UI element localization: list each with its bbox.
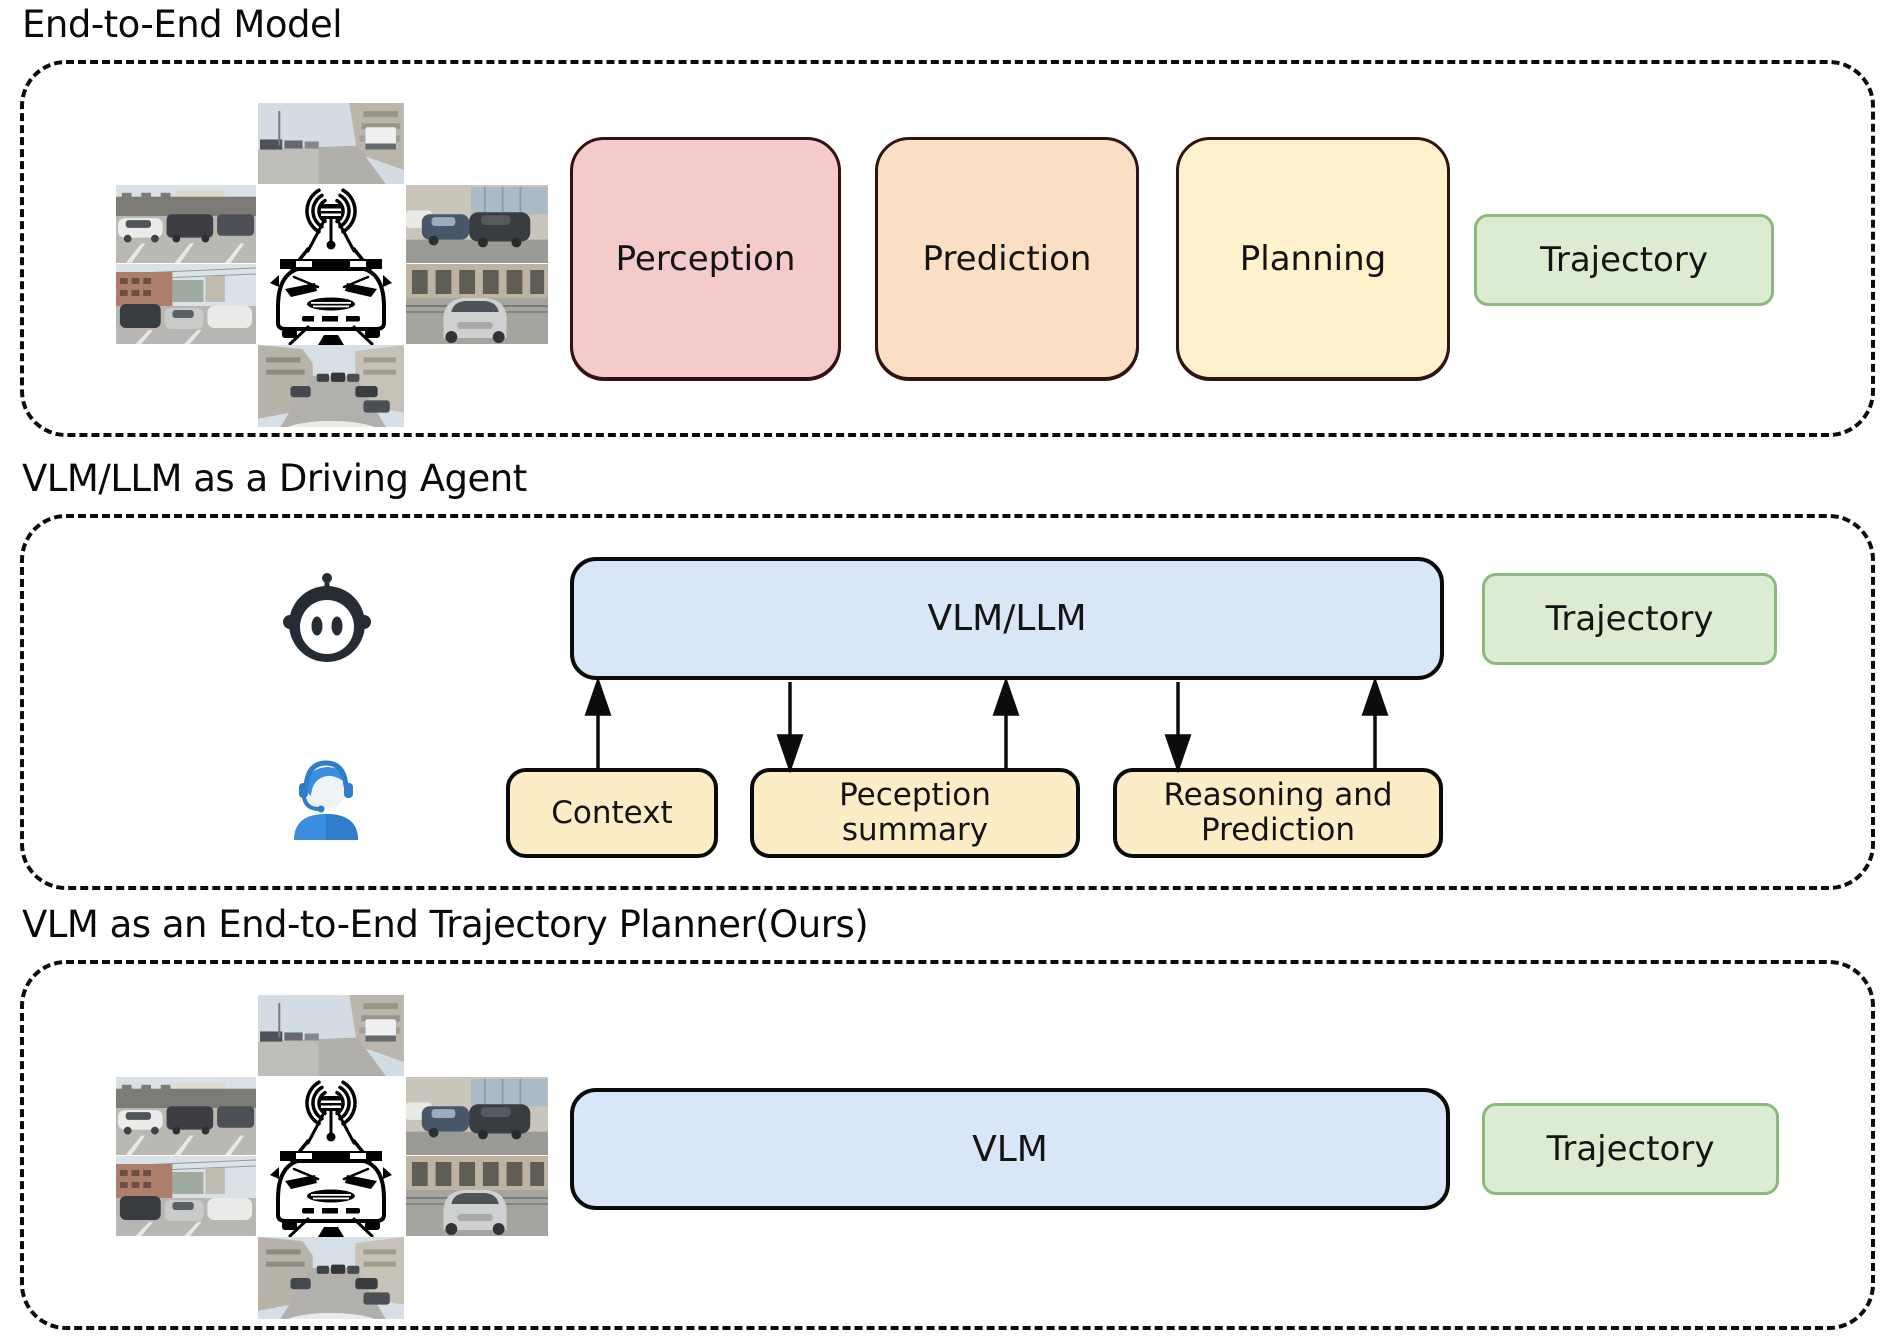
- back-right-camera-image: [406, 1156, 548, 1236]
- back-left-camera-image: [116, 264, 256, 344]
- context-label: Context: [551, 794, 673, 831]
- section1-title: End-to-End Model: [22, 3, 343, 46]
- planning-box: Planning: [1176, 137, 1450, 380]
- section3-camera-cluster: [116, 995, 548, 1319]
- front-camera-image: [258, 103, 404, 184]
- reasoning-prediction-label: Reasoning and Prediction: [1163, 777, 1393, 848]
- perception-summary-box: Peception summary: [750, 768, 1080, 858]
- ego-vehicle-lidar-icon: [270, 1079, 392, 1237]
- prediction-box: Prediction: [875, 137, 1139, 380]
- perception-summary-label: Peception summary: [839, 777, 991, 848]
- back-left-camera-image: [116, 1156, 256, 1236]
- vlm-box: VLM: [570, 1088, 1450, 1210]
- front-camera-image: [258, 995, 404, 1076]
- section3-title: VLM as an End-to-End Trajectory Planner(…: [22, 903, 869, 946]
- front-left-camera-image: [116, 1077, 256, 1155]
- robot-icon: [283, 573, 371, 662]
- prediction-label: Prediction: [922, 238, 1092, 279]
- section3-trajectory-label: Trajectory: [1546, 1129, 1715, 1169]
- ego-vehicle-tile: [258, 1077, 404, 1237]
- back-right-camera-image: [406, 264, 548, 344]
- section2-trajectory-box: Trajectory: [1482, 573, 1777, 665]
- section1-panel: [20, 60, 1875, 437]
- front-right-camera-image: [406, 185, 548, 263]
- vlm-llm-box: VLM/LLM: [570, 557, 1444, 680]
- front-right-camera-image: [406, 1077, 548, 1155]
- reasoning-prediction-box: Reasoning and Prediction: [1113, 768, 1443, 858]
- planning-label: Planning: [1239, 238, 1387, 279]
- perception-box: Perception: [570, 137, 841, 380]
- support-agent-icon: [294, 760, 358, 840]
- section2-panel: [20, 514, 1875, 890]
- vlm-llm-label: VLM/LLM: [927, 598, 1087, 639]
- context-box: Context: [506, 768, 718, 858]
- section3-trajectory-box: Trajectory: [1482, 1103, 1779, 1195]
- section3-panel: [20, 960, 1875, 1330]
- back-camera-image: [258, 1237, 404, 1319]
- back-camera-image: [258, 345, 404, 427]
- ego-vehicle-tile: [258, 185, 404, 345]
- section2-trajectory-label: Trajectory: [1545, 599, 1714, 639]
- perception-label: Perception: [615, 238, 796, 279]
- front-left-camera-image: [116, 185, 256, 263]
- vlm-label: VLM: [972, 1128, 1048, 1170]
- ego-vehicle-lidar-icon: [270, 187, 392, 345]
- section2-title: VLM/LLM as a Driving Agent: [22, 457, 527, 500]
- section1-camera-cluster: [116, 103, 548, 427]
- section1-trajectory-label: Trajectory: [1540, 240, 1708, 280]
- section1-trajectory-box: Trajectory: [1474, 214, 1774, 306]
